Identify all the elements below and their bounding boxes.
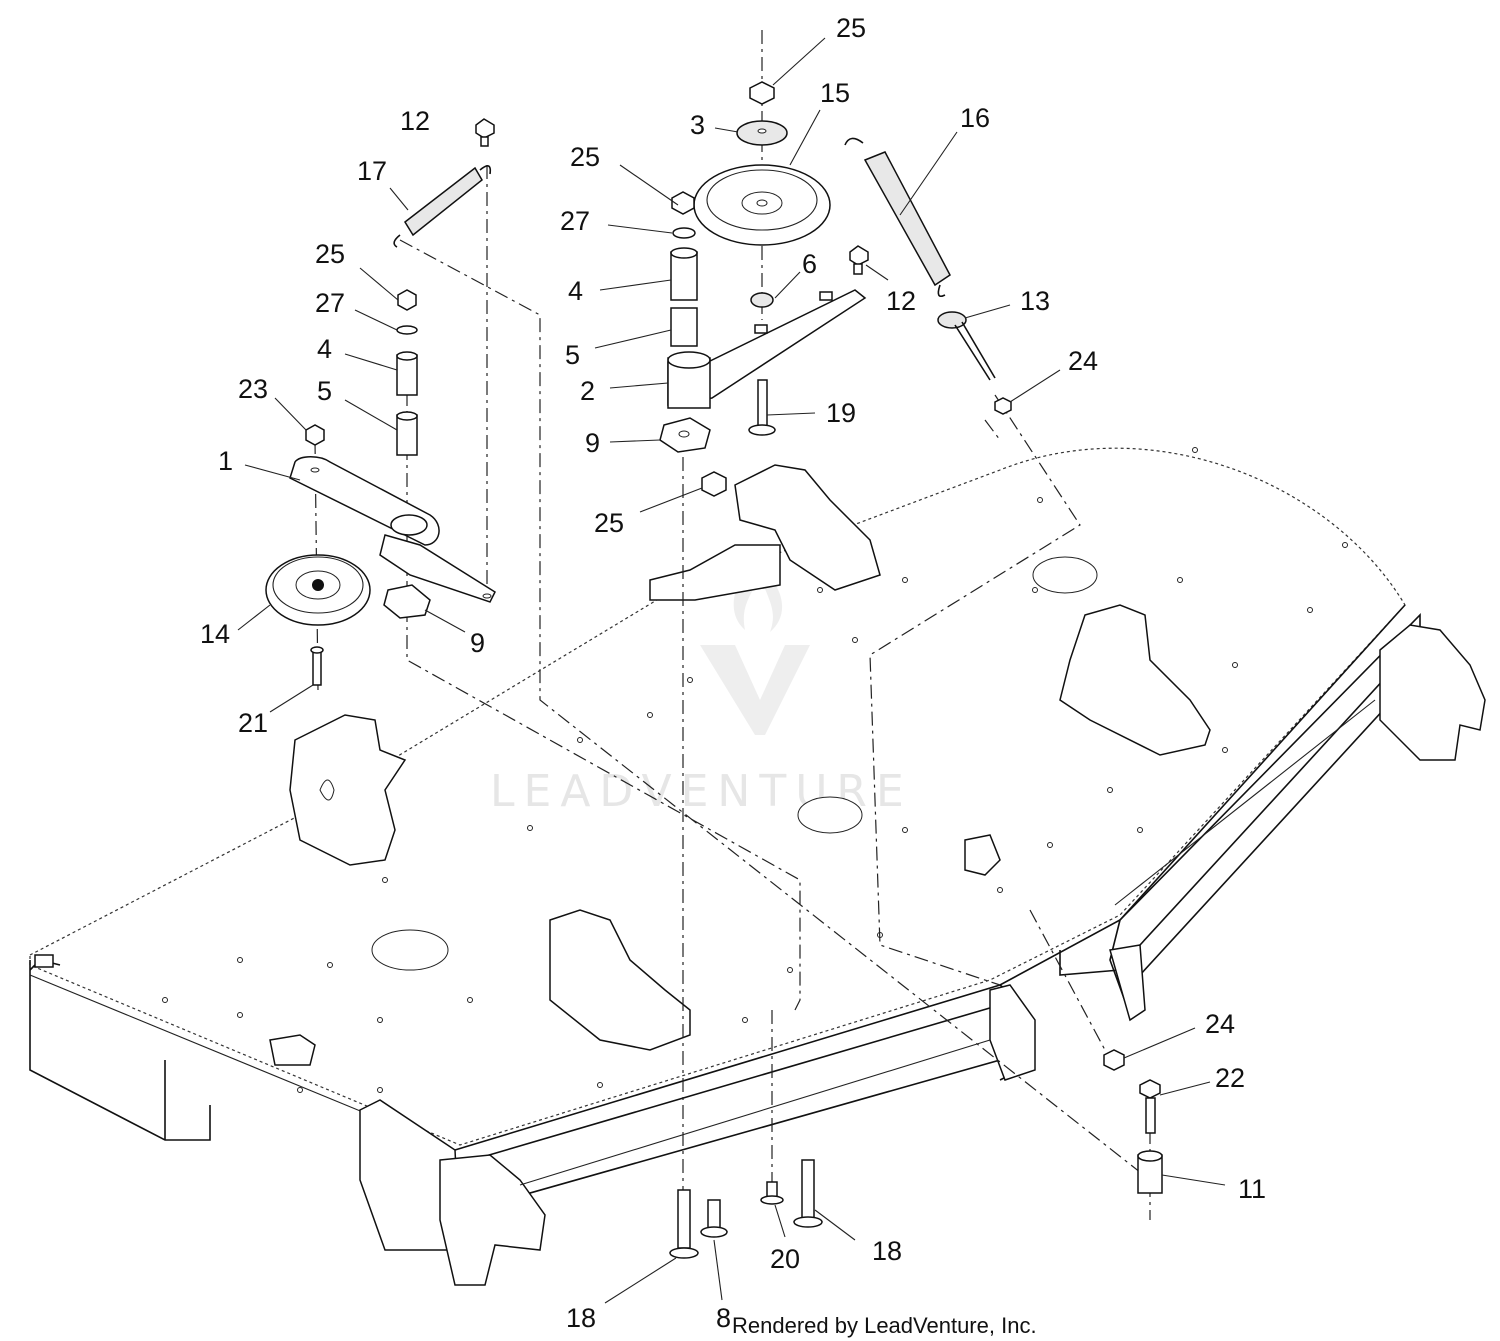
- hardware-parts: [265, 81, 1163, 1259]
- callout-9-left: 9: [470, 628, 485, 658]
- callout-13: 13: [1020, 286, 1050, 316]
- callout-8: 8: [716, 1303, 731, 1333]
- callout-1: 1: [218, 446, 233, 476]
- callout-5-mid: 5: [565, 340, 580, 370]
- callout-4-mid: 4: [568, 276, 583, 306]
- callout-12-right: 12: [886, 286, 916, 316]
- callout-23: 23: [238, 374, 268, 404]
- callout-15: 15: [820, 78, 850, 108]
- callout-20: 20: [770, 1244, 800, 1274]
- callout-18-right: 18: [872, 1236, 902, 1266]
- callout-27-left: 27: [315, 288, 345, 318]
- credit-text: Rendered by LeadVenture, Inc.: [732, 1313, 1037, 1338]
- callout-25-lower: 25: [594, 508, 624, 538]
- callout-14: 14: [200, 619, 230, 649]
- leader-lines: [237, 37, 1226, 1304]
- callout-25-left: 25: [315, 239, 345, 269]
- callout-24-upper: 24: [1068, 346, 1098, 376]
- callout-17: 17: [357, 156, 387, 186]
- extension-spring-right: [844, 137, 951, 298]
- callout-labels: 25 15 3 16 12 17 25 27 4 6 12 13 25 27 4…: [200, 13, 1266, 1333]
- mower-deck: [29, 447, 1486, 1286]
- callout-11: 11: [1238, 1174, 1266, 1204]
- callout-22: 22: [1215, 1063, 1245, 1093]
- callout-12-left: 12: [400, 106, 430, 136]
- callout-3: 3: [690, 110, 705, 140]
- callout-4-left: 4: [317, 334, 332, 364]
- callout-2: 2: [580, 376, 595, 406]
- callout-18-left: 18: [566, 1303, 596, 1333]
- extension-spring-left: [393, 165, 492, 248]
- callout-9-mid: 9: [585, 428, 600, 458]
- callout-19: 19: [826, 398, 856, 428]
- callout-5-left: 5: [317, 376, 332, 406]
- callout-25-mid: 25: [570, 142, 600, 172]
- callout-16: 16: [960, 103, 990, 133]
- callout-6: 6: [802, 249, 817, 279]
- callout-21: 21: [238, 708, 268, 738]
- callout-24-lower: 24: [1205, 1009, 1235, 1039]
- callout-25-top: 25: [836, 13, 866, 43]
- callout-27-mid: 27: [560, 206, 590, 236]
